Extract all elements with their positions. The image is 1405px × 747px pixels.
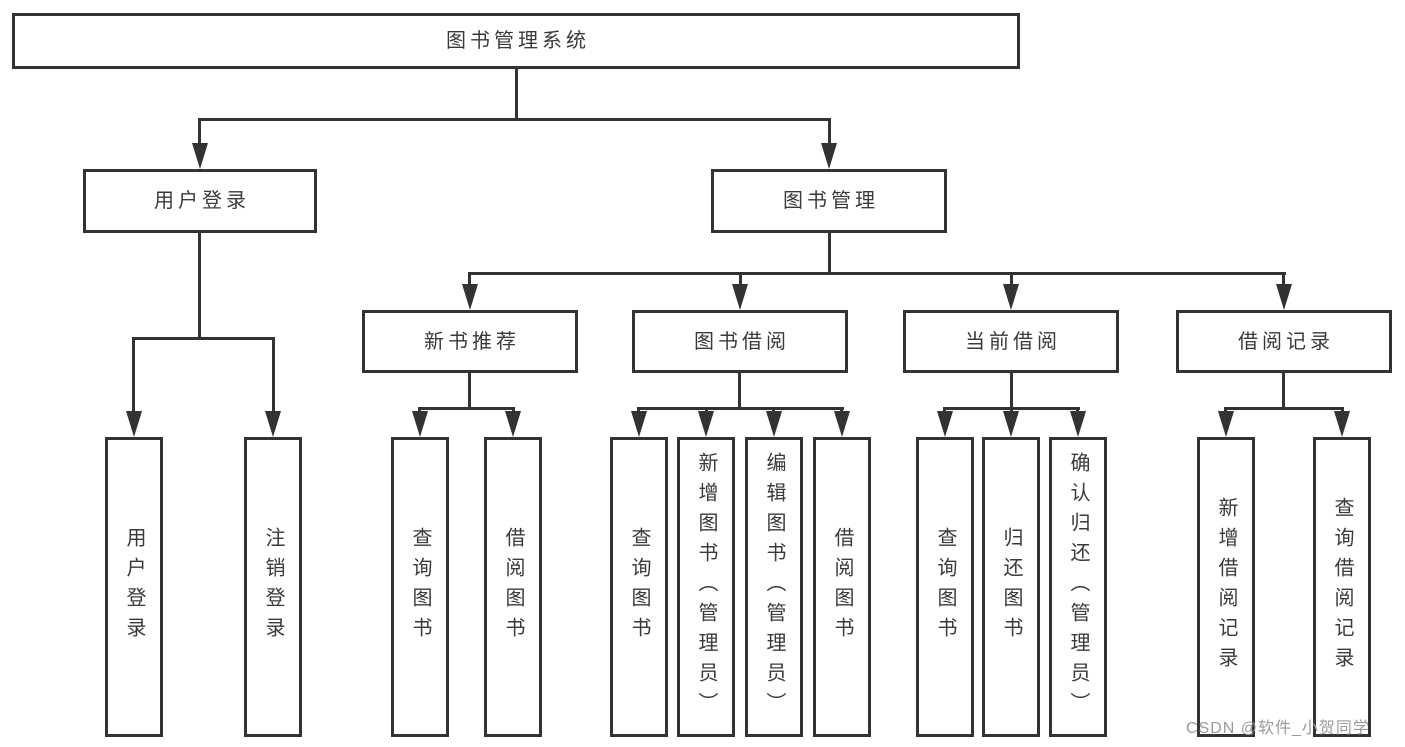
node-current-borrow: 当前借阅 [903, 310, 1119, 373]
leaf-label: 查询图书 [409, 527, 431, 647]
connector-vline [828, 233, 831, 272]
connector-vline [943, 407, 946, 413]
arrow-down-icon [631, 411, 647, 437]
arrow-down-icon [1003, 411, 1019, 437]
connector-vline [418, 407, 421, 413]
connector-hline [1224, 407, 1344, 410]
node-label: 图书管理 [783, 190, 879, 212]
connector-vline [1076, 407, 1079, 413]
arrow-down-icon [126, 411, 142, 437]
leaf-add-book-admin: 新增图书（管理员） [677, 437, 735, 737]
node-user-login: 用户登录 [83, 169, 317, 233]
connector-hline [133, 337, 275, 340]
leaf-query-book-recommend: 查询图书 [391, 437, 449, 737]
leaf-label: 查询借阅记录 [1331, 497, 1353, 677]
connector-vline [272, 337, 275, 413]
connector-hline [638, 407, 844, 410]
leaf-label: 注销登录 [262, 527, 284, 647]
leaf-confirm-return-admin: 确认归还（管理员） [1049, 437, 1107, 737]
arrow-down-icon [1218, 411, 1234, 437]
arrow-down-icon [834, 411, 850, 437]
arrow-down-icon [1003, 284, 1019, 310]
connector-vline [1010, 407, 1013, 413]
connector-vline [1010, 373, 1013, 407]
leaf-label: 新增借阅记录 [1215, 497, 1237, 677]
connector-vline [515, 67, 518, 118]
leaf-return-book: 归还图书 [982, 437, 1040, 737]
arrow-down-icon [698, 411, 714, 437]
connector-hline [469, 272, 1286, 275]
node-label: 新书推荐 [424, 330, 520, 353]
connector-hline [419, 407, 515, 410]
arrow-down-icon [412, 411, 428, 437]
leaf-query-book-borrow: 查询图书 [610, 437, 668, 737]
leaf-label: 编辑图书（管理员） [763, 452, 785, 722]
leaf-label: 借阅图书 [831, 527, 853, 647]
arrow-down-icon [462, 284, 478, 310]
arrow-down-icon [766, 411, 782, 437]
arrow-down-icon [1070, 411, 1086, 437]
arrow-down-icon [937, 411, 953, 437]
connector-hline [199, 118, 831, 121]
leaf-logout-login: 注销登录 [244, 437, 302, 737]
node-library-management-system: 图书管理系统 [12, 13, 1020, 69]
node-label: 图书借阅 [694, 330, 790, 353]
arrow-down-icon [192, 143, 208, 169]
arrow-down-icon [821, 143, 837, 169]
connector-vline [512, 407, 515, 413]
connector-vline [468, 373, 471, 407]
leaf-borrow-book-recommend: 借阅图书 [484, 437, 542, 737]
node-label: 用户登录 [154, 190, 250, 212]
arrow-down-icon [1334, 411, 1350, 437]
leaf-label: 归还图书 [1000, 527, 1022, 647]
connector-vline [705, 407, 708, 413]
connector-vline [1010, 272, 1013, 286]
connector-vline [637, 407, 640, 413]
leaf-borrow-book: 借阅图书 [813, 437, 871, 737]
connector-vline [198, 118, 201, 145]
node-book-borrow: 图书借阅 [632, 310, 848, 373]
connector-vline [840, 407, 843, 413]
leaf-label: 借阅图书 [502, 527, 524, 647]
connector-vline [772, 407, 775, 413]
leaf-label: 用户登录 [123, 527, 145, 647]
arrow-down-icon [505, 411, 521, 437]
leaf-add-borrow-record: 新增借阅记录 [1197, 437, 1255, 737]
connector-vline [1224, 407, 1227, 413]
connector-vline [828, 118, 831, 145]
leaf-label: 查询图书 [628, 527, 650, 647]
leaf-label: 查询图书 [934, 527, 956, 647]
arrow-down-icon [265, 411, 281, 437]
leaf-edit-book-admin: 编辑图书（管理员） [745, 437, 803, 737]
node-borrow-record: 借阅记录 [1176, 310, 1392, 373]
connector-vline [198, 233, 201, 337]
leaf-query-borrow-record: 查询借阅记录 [1313, 437, 1371, 737]
node-label: 当前借阅 [965, 330, 1061, 353]
node-label: 借阅记录 [1238, 330, 1334, 353]
connector-vline [1341, 407, 1344, 413]
connector-vline [1282, 373, 1285, 407]
arrow-down-icon [732, 284, 748, 310]
leaf-label: 确认归还（管理员） [1067, 452, 1089, 722]
connector-vline [738, 373, 741, 407]
connector-vline [739, 272, 742, 286]
connector-vline [1282, 272, 1285, 286]
leaf-query-book-current: 查询图书 [916, 437, 974, 737]
leaf-user-login: 用户登录 [105, 437, 163, 737]
csdn-watermark: CSDN @软件_小贺同学 [1186, 720, 1370, 737]
node-new-book-recommend: 新书推荐 [362, 310, 578, 373]
node-book-management: 图书管理 [711, 169, 947, 233]
connector-vline [132, 337, 135, 413]
connector-vline [468, 272, 471, 286]
node-label: 图书管理系统 [446, 30, 590, 52]
arrow-down-icon [1276, 284, 1292, 310]
leaf-label: 新增图书（管理员） [695, 452, 717, 722]
